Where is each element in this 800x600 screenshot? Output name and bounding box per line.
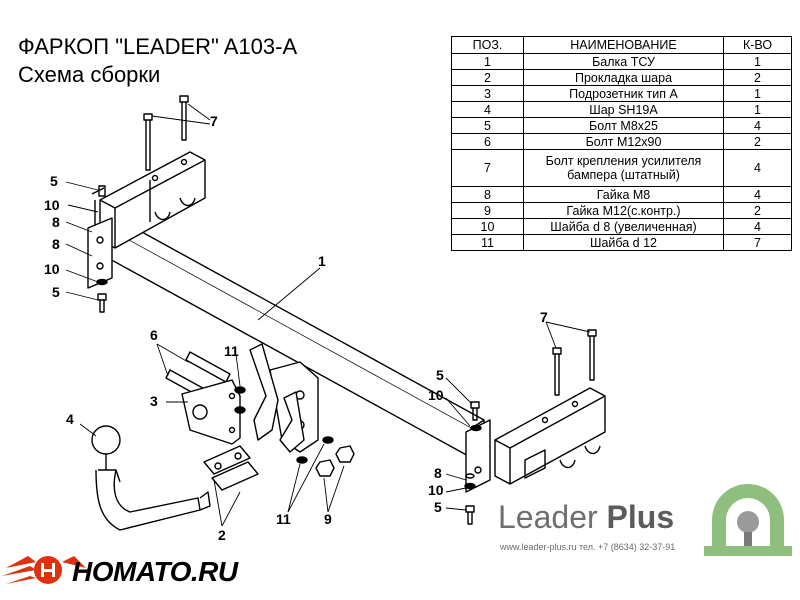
left-mounting-bracket [87,151,206,289]
callout-6: 6 [150,327,158,343]
cell-qty: 4 [723,149,792,187]
callout-3: 3 [150,393,158,409]
cell-name: Гайка М12(с.контр.) [523,202,724,219]
ball-mount-arm [249,343,305,453]
leader-plus-ball-logo-icon [704,484,792,556]
callout-5: 5 [436,367,444,383]
callout-11: 11 [276,511,291,527]
callout-5: 5 [52,284,60,300]
cell-name: Шайба d 12 [523,234,724,251]
tow-ball-4 [91,425,211,531]
callout-4: 4 [66,411,74,427]
homato-watermark: HOMATO.RU [72,556,238,587]
homato-winged-logo-icon [2,556,86,584]
bolt-7-right-pair [552,329,597,396]
page-subtitle: Схема сборки [18,62,161,87]
callout-2: 2 [218,527,226,543]
callout-leaders [65,103,591,527]
callout-10: 10 [428,482,444,498]
right-mounting-bracket [465,387,606,493]
cell-name: Болт М12х90 [523,133,724,150]
callout-10: 10 [428,387,444,403]
callout-5: 5 [434,499,442,515]
callout-labels: 5 10 8 8 10 5 7 1 6 3 4 11 7 5 10 8 10 5… [44,113,548,543]
table-header-row: ПОЗ. НАИМЕНОВАНИЕ К-ВО [451,36,792,54]
nuts-9 [315,445,355,477]
column-header-pos: ПОЗ. [451,36,524,54]
callout-8: 8 [52,214,60,230]
washers-11 [234,386,334,464]
cell-qty: 7 [723,234,792,251]
cell-name: Болт М8х25 [523,117,724,134]
brand-name-part1: Leader [498,499,598,535]
callout-7: 7 [540,309,548,325]
callout-8: 8 [52,236,60,252]
callout-7: 7 [210,113,218,129]
callout-5: 5 [50,173,58,189]
brand-name: Leader Plus [498,500,674,534]
small-fasteners [96,185,482,525]
cell-name: Гайка М8 [523,186,724,203]
callout-11: 11 [224,343,239,359]
socket-plate-3 [181,379,241,445]
callout-8: 8 [434,465,442,481]
cell-name: Прокладка шара [523,69,724,86]
callout-1: 1 [318,253,326,269]
brand-name-part2: Plus [606,499,675,535]
ball-shims-2 [203,445,259,491]
callout-10: 10 [44,261,60,277]
callout-10: 10 [44,197,60,213]
page-title: ФАРКОП "LEADER" A103-A [18,34,298,59]
callout-9: 9 [324,511,332,527]
brand-contacts: www.leader-plus.ru тел. +7 (8634) 32-37-… [500,542,676,552]
